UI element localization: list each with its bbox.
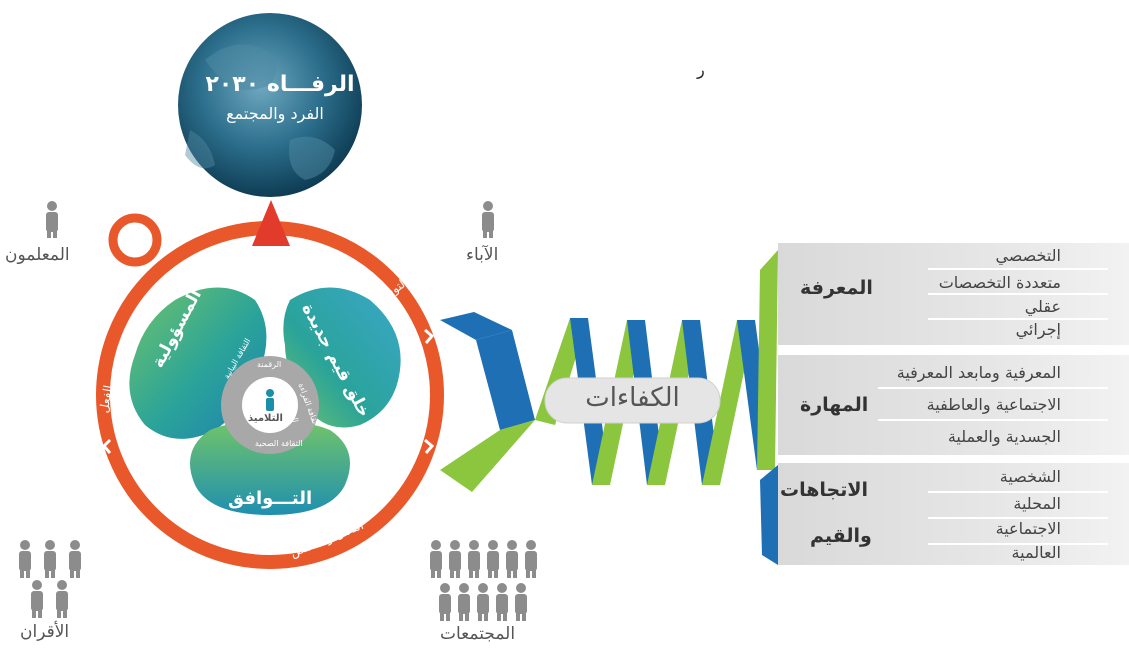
- category-attitudes-line1: الاتجاهات: [780, 479, 869, 501]
- skills-item: الجسدية والعملية: [947, 427, 1061, 446]
- category-skills: المهارة: [800, 394, 869, 416]
- knowledge-item: عقلي: [1024, 297, 1061, 316]
- attitudes-item: المحلية: [1013, 494, 1061, 513]
- skills-item: الاجتماعية والعاطفية: [926, 395, 1061, 414]
- student-icon: [266, 389, 274, 411]
- group-label-peers: الأقران: [20, 622, 70, 642]
- competencies-pill: [544, 377, 721, 424]
- competencies-label: الكفاءات: [585, 383, 680, 413]
- attitudes-item: العالمية: [1011, 543, 1061, 562]
- globe-subtitle: الفرد والمجتمع: [226, 104, 324, 123]
- attitudes-item: الشخصية: [999, 467, 1061, 486]
- skills-item: المعرفية ومابعد المعرفية: [896, 363, 1061, 382]
- ring-text-digital: الرقمنة: [257, 360, 282, 369]
- panel-knowledge: المعرفة التخصصي متعددة التخصصات عقلي إجر…: [778, 243, 1129, 345]
- lobe-label-harmony: التـــوافق: [228, 488, 313, 509]
- group-label-communities: المجتمعات: [440, 624, 516, 644]
- lobe-harmony: [190, 423, 350, 515]
- category-knowledge: المعرفة: [800, 277, 873, 299]
- center-label: التلاميذ: [248, 413, 283, 424]
- globe-title: الرفـــاه ٢٠٣٠: [205, 72, 355, 97]
- category-attitudes-line2: والقيم: [810, 525, 872, 547]
- stray-mark: ر: [697, 60, 705, 79]
- compass-arrow-icon: [252, 200, 290, 246]
- knowledge-item: التخصصي: [995, 246, 1061, 265]
- group-label-parents: الآباء: [466, 245, 499, 265]
- knowledge-item: إجرائي: [1015, 320, 1061, 339]
- group-label-teachers: المعلمون: [5, 245, 70, 265]
- attitudes-item: الاجتماعية: [995, 519, 1061, 538]
- globe-icon: [178, 13, 362, 197]
- panel-attitudes: الاتجاهات والقيم الشخصية المحلية الاجتما…: [778, 463, 1129, 565]
- knowledge-item: متعددة التخصصات: [938, 273, 1061, 292]
- ring-text-health-literacy: الثقافة الصحية: [255, 439, 303, 448]
- panel-skills: المهارة المعرفية ومابعد المعرفية الاجتما…: [778, 355, 1129, 455]
